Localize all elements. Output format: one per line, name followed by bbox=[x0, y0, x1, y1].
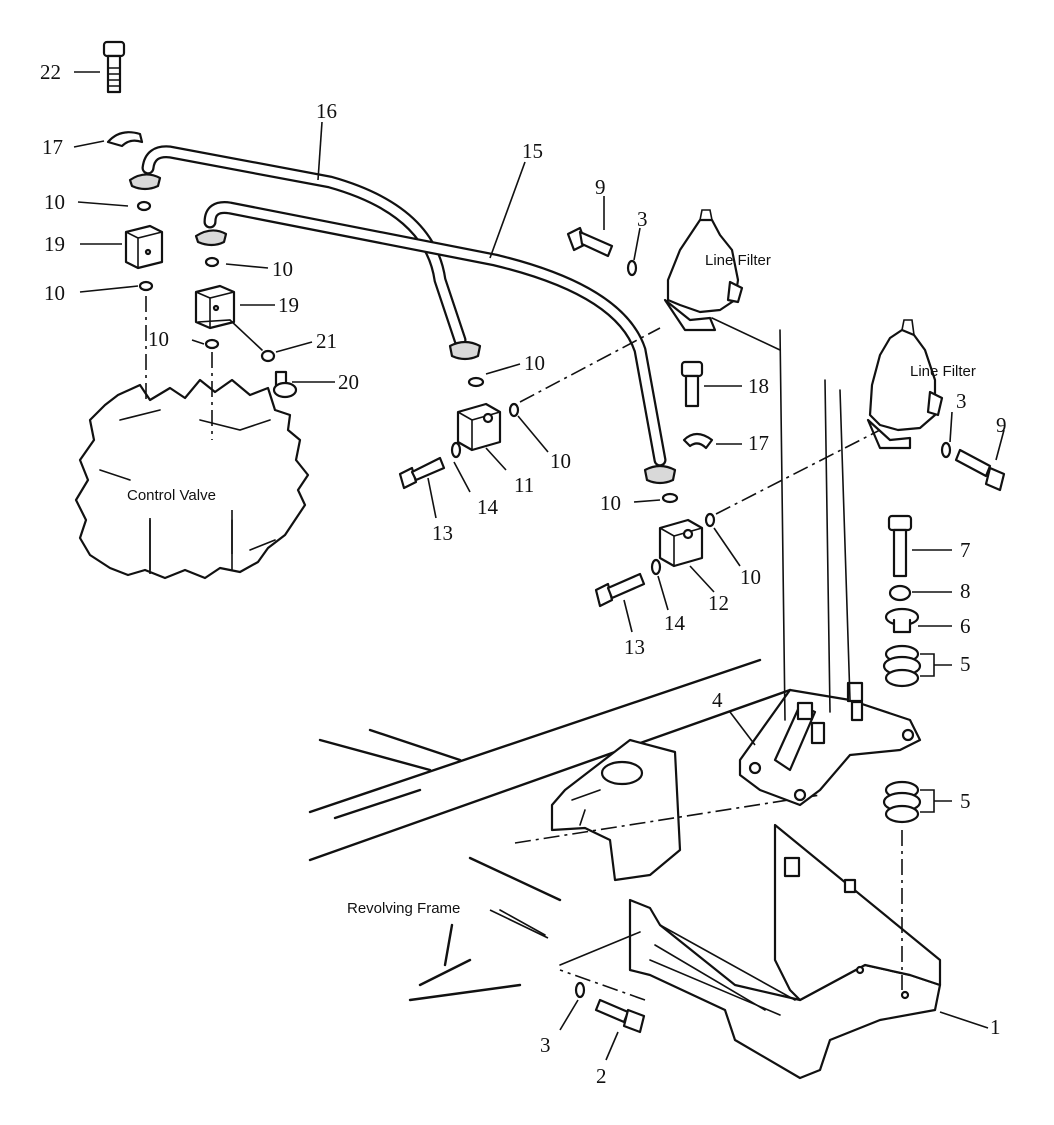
callout-9-upper: 9 bbox=[595, 175, 606, 199]
filter-plate bbox=[711, 317, 922, 807]
callout-10-g: 10 bbox=[600, 491, 621, 515]
washer-8 bbox=[888, 584, 912, 602]
callout-10-f: 10 bbox=[550, 449, 571, 473]
callout-12: 12 bbox=[708, 591, 729, 615]
mounting-bracket bbox=[559, 823, 942, 1080]
text-labels: Control Valve Line Filter Line Filter Re… bbox=[127, 252, 976, 917]
control-valve bbox=[74, 378, 310, 580]
bolt-9-lower bbox=[954, 448, 1006, 492]
revolving-frame bbox=[308, 658, 821, 1002]
collar-6 bbox=[884, 607, 920, 634]
callout-10-h: 10 bbox=[740, 565, 761, 589]
block-19-left bbox=[124, 224, 164, 270]
o-rings bbox=[136, 200, 952, 999]
bolt-7 bbox=[887, 514, 913, 578]
callout-18: 18 bbox=[748, 374, 769, 398]
callout-5-lower: 5 bbox=[960, 789, 971, 813]
callout-22: 22 bbox=[40, 60, 61, 84]
callout-3-mid: 3 bbox=[956, 389, 967, 413]
bolt-13-upper bbox=[398, 456, 446, 490]
callout-numbers: 22 17 16 15 10 19 10 10 19 10 21 20 9 3 … bbox=[40, 60, 1007, 1088]
callout-14-upper: 14 bbox=[477, 495, 499, 519]
callout-13-lower: 13 bbox=[624, 635, 645, 659]
callout-10-b: 10 bbox=[272, 257, 293, 281]
label-line-filter-lower: Line Filter bbox=[910, 363, 976, 380]
line-filter-lower bbox=[866, 319, 944, 450]
callout-21: 21 bbox=[316, 329, 337, 353]
label-control-valve: Control Valve bbox=[127, 487, 216, 504]
bolt-18 bbox=[680, 360, 704, 408]
callout-16: 16 bbox=[316, 99, 337, 123]
callout-4: 4 bbox=[712, 688, 723, 712]
cushion-5-lower bbox=[882, 780, 922, 824]
callout-19-b: 19 bbox=[278, 293, 299, 317]
assembly-lines bbox=[145, 296, 903, 1001]
bolt-22 bbox=[102, 40, 126, 94]
clamp-17-upper bbox=[106, 131, 144, 148]
callout-10-e: 10 bbox=[524, 351, 545, 375]
block-12 bbox=[658, 518, 704, 568]
callout-20: 20 bbox=[338, 370, 359, 394]
callout-15: 15 bbox=[522, 139, 543, 163]
callout-6: 6 bbox=[960, 614, 971, 638]
callout-11: 11 bbox=[514, 473, 534, 497]
callout-2: 2 bbox=[596, 1064, 607, 1088]
callout-9-lower: 9 bbox=[996, 413, 1007, 437]
callout-17-lower: 17 bbox=[748, 431, 769, 455]
callout-8: 8 bbox=[960, 579, 971, 603]
block-19-right bbox=[194, 284, 236, 330]
callout-17-upper: 17 bbox=[42, 135, 63, 159]
callout-13-upper: 13 bbox=[432, 521, 453, 545]
leader-lines bbox=[73, 71, 1005, 1061]
block-11 bbox=[456, 402, 502, 452]
callout-3-lower: 3 bbox=[540, 1033, 551, 1057]
callout-10-d: 10 bbox=[148, 327, 169, 351]
callout-10-c: 10 bbox=[44, 281, 65, 305]
line-filter-upper bbox=[663, 209, 744, 332]
hoses bbox=[128, 145, 677, 485]
callout-5-upper: 5 bbox=[960, 652, 971, 676]
clamp-17-lower bbox=[682, 432, 714, 450]
callout-14-lower: 14 bbox=[664, 611, 686, 635]
callout-1: 1 bbox=[990, 1015, 1001, 1039]
callout-3-upper: 3 bbox=[637, 207, 648, 231]
bolt-9-upper bbox=[566, 226, 614, 258]
callout-10-a: 10 bbox=[44, 190, 65, 214]
label-revolving-frame: Revolving Frame bbox=[347, 900, 460, 917]
plug-20 bbox=[272, 370, 298, 399]
cushion-5-upper bbox=[882, 644, 922, 688]
label-line-filter-upper: Line Filter bbox=[705, 252, 771, 269]
bolt-2 bbox=[594, 998, 646, 1034]
callout-7: 7 bbox=[960, 538, 971, 562]
bolt-13-lower bbox=[594, 572, 646, 608]
callout-19-a: 19 bbox=[44, 232, 65, 256]
